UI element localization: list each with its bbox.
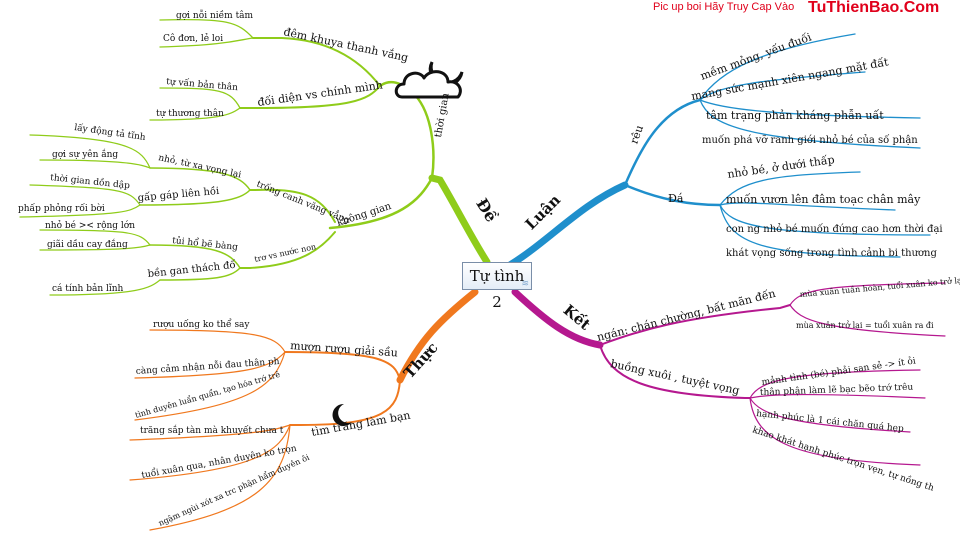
leaf-buong-4: khao khát hạnh phúc trọn vẹn, tự nồng th: [751, 424, 935, 493]
central-topic: Tự tình 2 ≋: [462, 262, 532, 311]
node-tim-trang: tìm trăng làm bạn: [310, 409, 411, 439]
leaf-buong-2: thân phận làm lẽ bạc bẽo trớ trêu: [760, 382, 914, 398]
leaf-co-don: Cô đơn, lẻ loi: [163, 33, 223, 44]
node-trong-canh: trống canh văng vẳng: [255, 178, 352, 227]
leaf-buong-3: hạnh phúc là 1 cái chăn quá hẹp: [756, 408, 905, 434]
branch-label-de: Đề: [472, 195, 501, 226]
node-da: Đá: [668, 192, 684, 205]
leaf-ngan-1: mùa xuân tuần hoàn, tuổi xuân ko trở lại: [799, 276, 960, 299]
leaf-tu-thuong: tự thương thân: [156, 108, 224, 119]
watermark-site: TuThienBao.Com: [808, 0, 940, 16]
node-doi-dien: đối diện vs chính mình: [257, 79, 384, 109]
branch-ket: [511, 282, 946, 466]
leaf-giai-dau: giãi dầu cay đắng: [47, 238, 128, 250]
leaf-thoi-gian-don: thời gian dồn dập: [50, 172, 131, 191]
node-tro-vs: trơ vs nước non: [254, 242, 317, 264]
leaf-tu-van: tự vấn bản thân: [166, 76, 239, 93]
leaf-muon-2: càng cảm nhận nỗi đau thân ph: [135, 355, 280, 377]
leaf-tim-1: trăng sắp tàn mà khuyết chưa t: [140, 424, 284, 436]
branch-luan: [506, 33, 931, 269]
leaf-lay-dong: lấy động tả tĩnh: [74, 122, 147, 143]
leaf-goi-noi-niem: gợi nỗi niềm tâm: [176, 9, 254, 21]
node-ngan: ngán: chán chường, bất mãn đến: [596, 287, 777, 344]
branch-thuc: [129, 288, 479, 531]
leaf-da-3: con ng nhỏ bé muốn đứng cao hơn thời đại: [726, 224, 943, 235]
cloud-moon-icon: [394, 61, 464, 99]
node-thoi-gian: thời gian: [433, 92, 452, 139]
leaf-goi-su: gợi sự yên ắng: [52, 148, 118, 160]
leaf-nho-be: nhỏ bé >< rộng lớn: [45, 220, 135, 231]
leaf-muon-1: rượu uống ko thể say: [153, 318, 250, 330]
leaf-ngan-2: mùa xuân trở lại = tuổi xuân ra đi: [796, 321, 934, 330]
decoration-icon: ≋: [521, 279, 529, 289]
watermark-text: Pic up boi Hãy Truy Cap Vào: [653, 1, 795, 13]
node-gap-gap: gấp gáp liên hồi: [137, 186, 219, 204]
node-reu: rêu: [627, 123, 646, 145]
leaf-ca-tinh: cá tính bản lĩnh: [52, 283, 124, 294]
leaf-da-4: khát vọng sống trong tình cảnh bi thương: [726, 248, 937, 259]
leaf-da-2: muốn vươn lên đâm toạc chân mây: [726, 193, 921, 206]
branch-de: [19, 18, 491, 296]
leaf-phap-phong: phấp phỏng rối bời: [18, 203, 105, 214]
leaf-reu-4: muốn phá vỡ ranh giới nhỏ bé của số phận: [702, 135, 918, 146]
node-tui-ho: tủi hổ bẽ bàng: [172, 234, 239, 253]
node-muon-ruou: mượn rượu giải sầu: [290, 339, 399, 359]
crescent-moon-icon: [332, 403, 352, 426]
node-nho-tu-xa: nhỏ, từ xa vọng lại: [157, 152, 242, 180]
central-topic-label: Tự tình 2: [469, 267, 525, 311]
node-dem-khuya: đêm khuya thanh vắng: [282, 25, 409, 64]
leaf-reu-3: tâm trạng phản kháng phẫn uất: [706, 109, 884, 122]
